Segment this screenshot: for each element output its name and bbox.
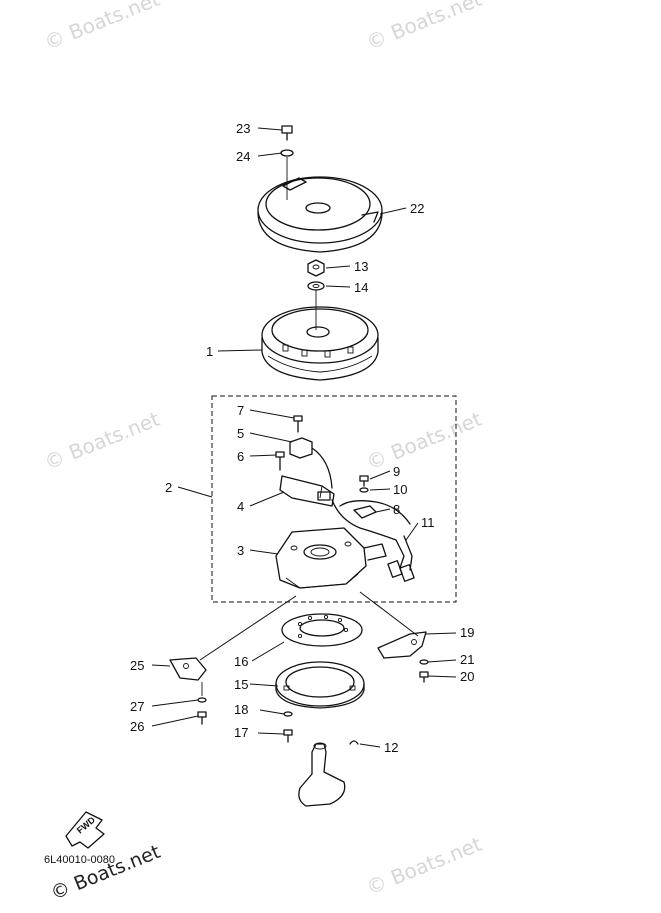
part-washer-10 (359, 487, 369, 493)
part-bracket-25 (169, 657, 207, 681)
callout-11: 11 (421, 515, 435, 530)
part-key-12 (349, 740, 359, 745)
part-cover-22 (257, 176, 383, 253)
part-washer-27 (197, 697, 207, 703)
callout-20: 20 (460, 669, 474, 684)
callout-12: 12 (384, 740, 398, 755)
leader-lines (151, 127, 457, 748)
watermark-top-right: © Boats.net (363, 0, 485, 55)
callout-2: 2 (165, 480, 172, 495)
callout-18: 18 (234, 702, 248, 717)
part-nut-13 (307, 259, 325, 277)
callout-17: 17 (234, 725, 248, 740)
callout-25: 25 (130, 658, 144, 673)
callout-22: 22 (410, 201, 424, 216)
wiring (331, 499, 397, 541)
watermark-bottom-right: © Boats.net (363, 832, 485, 900)
part-plate-16 (281, 613, 363, 647)
part-screw-20 (419, 671, 429, 683)
part-screw-17 (283, 729, 293, 743)
callout-14: 14 (354, 280, 368, 295)
crankshaft-end (298, 742, 346, 807)
callout-6: 6 (237, 449, 244, 464)
callout-3: 3 (237, 543, 244, 558)
callout-4: 4 (237, 499, 244, 514)
watermark-bottom-left: © Boats.net (48, 841, 164, 905)
callout-26: 26 (130, 719, 144, 734)
part-washer-18 (283, 711, 293, 717)
part-washer-21 (419, 659, 429, 665)
callout-10: 10 (393, 482, 407, 497)
callout-21: 21 (460, 652, 474, 667)
assembly-box-2 (211, 395, 457, 603)
callout-9: 9 (393, 464, 400, 479)
callout-5: 5 (237, 426, 244, 441)
callout-27: 27 (130, 699, 144, 714)
part-clamp-8 (353, 505, 377, 519)
part-washer-24 (280, 149, 294, 157)
watermark-top-left: © Boats.net (41, 0, 163, 55)
callout-8: 8 (393, 502, 400, 517)
part-screw-6 (275, 451, 285, 471)
callout-13: 13 (354, 259, 368, 274)
part-screw-26 (197, 711, 207, 725)
callout-7: 7 (237, 403, 244, 418)
part-washer-14 (307, 281, 325, 291)
watermark-middle-left: © Boats.net (41, 407, 163, 475)
callout-15: 15 (234, 677, 248, 692)
part-screw-7 (293, 415, 303, 433)
watermark-middle-right: © Boats.net (363, 407, 485, 475)
callout-16: 16 (234, 654, 248, 669)
part-coil-5 (289, 437, 333, 489)
callout-24: 24 (236, 149, 250, 164)
drawing-code: 6L40010-0080 (44, 854, 115, 866)
callout-1: 1 (206, 344, 213, 359)
part-charge-coil-4 (279, 475, 335, 507)
part-flywheel-1 (261, 306, 379, 381)
part-bolt-23 (281, 125, 293, 141)
fwd-label: FWD (75, 814, 98, 835)
callout-23: 23 (236, 121, 250, 136)
part-stator-base-3 (275, 527, 387, 589)
part-ring-15 (275, 661, 365, 709)
fwd-arrow: FWD (65, 811, 105, 849)
callout-19: 19 (460, 625, 474, 640)
part-screw-9 (359, 475, 369, 487)
part-bracket-19 (377, 631, 427, 659)
callout-labels: 23 24 22 13 14 1 2 7 5 6 4 3 9 10 8 11 1… (130, 121, 474, 755)
part-connectors-11 (387, 535, 415, 582)
